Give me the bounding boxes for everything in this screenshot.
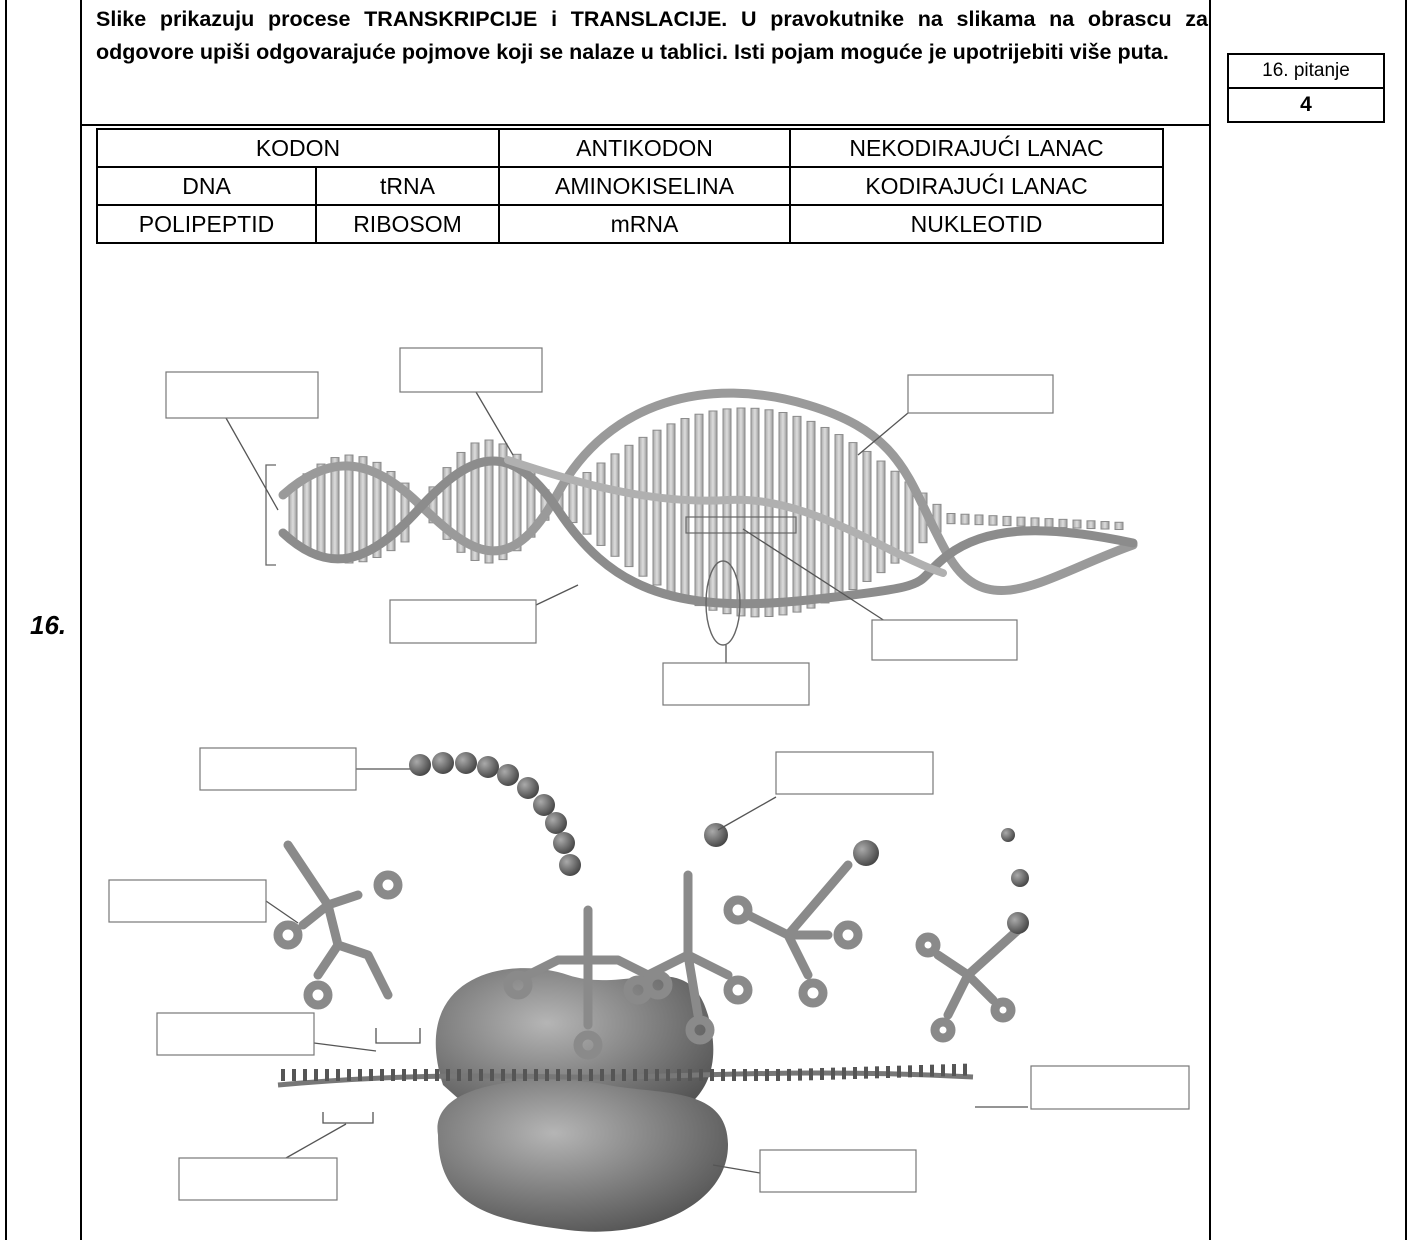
table-row: POLIPEPTID RIBOSOM mRNA NUKLEOTID: [97, 205, 1163, 243]
term-cell: mRNA: [499, 205, 790, 243]
term-cell: NEKODIRAJUĆI LANAC: [790, 129, 1163, 167]
base-pair: [1003, 516, 1011, 525]
codon-bracket: [323, 1112, 373, 1123]
term-cell: RIBOSOM: [316, 205, 499, 243]
base-pair: [667, 424, 675, 593]
base-pair: [765, 410, 773, 617]
answer-box[interactable]: [872, 620, 1017, 660]
amino-acid-bead: [553, 832, 575, 854]
amino-acid-bead: [559, 854, 581, 876]
answer-box[interactable]: [166, 372, 318, 418]
table-row: DNA tRNA AMINOKISELINA KODIRAJUĆI LANAC: [97, 167, 1163, 205]
term-cell: KODIRAJUĆI LANAC: [790, 167, 1163, 205]
header-divider: [80, 124, 1211, 126]
answer-box[interactable]: [179, 1158, 337, 1200]
base-pair: [1115, 522, 1123, 529]
base-pair: [779, 412, 787, 614]
term-cell: tRNA: [316, 167, 499, 205]
amino-acid-bead: [545, 812, 567, 834]
amino-acid-bead: [477, 756, 499, 778]
base-pair: [947, 514, 955, 524]
base-pair: [1073, 520, 1081, 528]
base-pair: [611, 454, 619, 556]
question-number: 16.: [30, 610, 66, 641]
base-pair: [1087, 521, 1095, 529]
transcription-translation-diagram: [88, 255, 1203, 1240]
base-pair: [975, 515, 983, 525]
answer-box[interactable]: [908, 375, 1053, 413]
answer-box[interactable]: [400, 348, 542, 392]
amino-acid-bead: [409, 754, 431, 776]
base-pair: [751, 408, 759, 617]
score-box: 16. pitanje 4: [1227, 53, 1385, 123]
base-pair: [1031, 518, 1039, 527]
score-value: 4: [1229, 89, 1383, 121]
term-cell: DNA: [97, 167, 316, 205]
base-pair: [695, 414, 703, 605]
dna-bracket: [266, 465, 276, 565]
base-pair: [877, 461, 885, 573]
anticodon-bracket: [376, 1028, 420, 1043]
column-divider-left: [80, 0, 82, 1240]
amino-acid-bead: [432, 752, 454, 774]
base-pair: [331, 458, 339, 561]
base-pair: [989, 516, 997, 525]
base-pair: [1059, 519, 1067, 527]
base-pair: [569, 482, 577, 522]
answer-box[interactable]: [109, 880, 266, 922]
base-pair: [597, 463, 605, 545]
answer-box[interactable]: [663, 663, 809, 705]
dna-strand-upper: [283, 393, 1133, 590]
amino-acid-bead: [455, 752, 477, 774]
terms-table: KODON ANTIKODON NEKODIRAJUĆI LANAC DNA t…: [96, 128, 1164, 244]
base-pair: [681, 419, 689, 600]
base-pair: [639, 437, 647, 576]
score-label: 16. pitanje: [1229, 55, 1383, 89]
base-pair: [653, 430, 661, 585]
answer-box[interactable]: [1031, 1066, 1189, 1109]
answer-box[interactable]: [776, 752, 933, 794]
answer-box[interactable]: [760, 1150, 916, 1192]
base-pair: [1101, 522, 1109, 529]
term-cell: ANTIKODON: [499, 129, 790, 167]
ribosome-small-subunit: [437, 1080, 728, 1232]
base-pair: [345, 455, 353, 563]
table-row: KODON ANTIKODON NEKODIRAJUĆI LANAC: [97, 129, 1163, 167]
answer-box[interactable]: [200, 748, 356, 790]
amino-acid-bead: [497, 764, 519, 786]
term-cell: POLIPEPTID: [97, 205, 316, 243]
amino-acid-bead: [533, 794, 555, 816]
answer-box[interactable]: [390, 600, 536, 643]
base-pair: [1017, 517, 1025, 526]
base-pair: [1045, 519, 1053, 527]
base-pair: [709, 411, 717, 610]
base-pair: [835, 435, 843, 597]
base-pair: [317, 464, 325, 556]
base-pair: [863, 451, 871, 581]
column-divider-right: [1209, 0, 1211, 1240]
base-pair: [303, 474, 311, 549]
answer-box[interactable]: [157, 1013, 314, 1055]
base-pair: [625, 445, 633, 566]
term-cell: AMINOKISELINA: [499, 167, 790, 205]
term-cell: NUKLEOTID: [790, 205, 1163, 243]
base-pair: [961, 514, 969, 524]
base-pair: [723, 409, 731, 614]
base-pair: [849, 443, 857, 590]
question-instructions: Slike prikazuju procese TRANSKRIPCIJE i …: [96, 3, 1208, 69]
term-cell: KODON: [97, 129, 499, 167]
amino-acid-bead: [517, 777, 539, 799]
